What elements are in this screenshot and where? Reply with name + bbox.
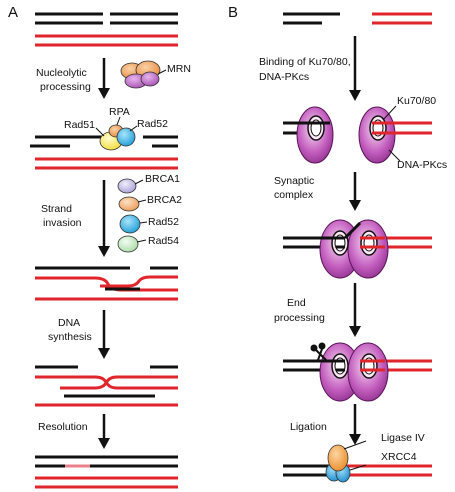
arrow-down-icon bbox=[98, 414, 110, 449]
synaptic-complex-b3 bbox=[283, 219, 432, 279]
protein-label-rad52-top: Rad52 bbox=[137, 118, 168, 130]
step-label-nucleolytic-1: Nucleolytic bbox=[36, 67, 87, 79]
step-label-nucleolytic-2: processing bbox=[40, 81, 91, 93]
step-label-ligation: Ligation bbox=[290, 421, 327, 433]
rad54-protein bbox=[117, 235, 147, 253]
protein-label-rad51: Rad51 bbox=[64, 119, 95, 131]
protein-label-dnapkcs: DNA-PKcs bbox=[397, 159, 447, 171]
arrow-down-icon bbox=[349, 283, 361, 337]
protein-label-rpa: RPA bbox=[109, 106, 130, 118]
step-label-synthesis-2: synthesis bbox=[48, 331, 92, 343]
dna-ends-b1 bbox=[283, 12, 432, 25]
brca1-protein bbox=[117, 178, 144, 194]
panel-label-b: B bbox=[228, 4, 238, 21]
arrow-down-icon bbox=[98, 58, 110, 99]
step-label-strand-2: invasion bbox=[43, 217, 82, 229]
mrn-complex bbox=[120, 60, 167, 89]
dna-break-a1 bbox=[35, 12, 178, 47]
protein-label-xrcc4: XRCC4 bbox=[381, 451, 417, 463]
protein-label-brca1: BRCA1 bbox=[145, 173, 180, 185]
arrow-down-icon bbox=[349, 404, 361, 445]
protein-label-mrn: MRN bbox=[167, 63, 191, 75]
panel-label-a: A bbox=[8, 4, 18, 21]
end-processing-b4 bbox=[283, 342, 432, 402]
step-label-synaptic-2: complex bbox=[274, 189, 314, 201]
step-label-binding-2: DNA-PKcs bbox=[259, 71, 309, 83]
arrow-down-icon bbox=[98, 310, 110, 359]
arrow-down-icon bbox=[349, 36, 361, 101]
step-label-binding-1: Binding of Ku70/80, bbox=[259, 56, 351, 68]
step-label-resolution: Resolution bbox=[38, 421, 88, 433]
protein-label-brca2: BRCA2 bbox=[147, 194, 182, 206]
ku-dnapkcs-bound-b2 bbox=[283, 105, 432, 164]
step-label-end-2: processing bbox=[274, 312, 325, 324]
dna-strand-invasion-a3 bbox=[35, 266, 178, 301]
brca2-protein bbox=[118, 196, 147, 212]
ligation-b5 bbox=[283, 440, 432, 483]
step-label-synthesis-1: DNA bbox=[58, 317, 80, 329]
step-label-strand-1: Strand bbox=[41, 203, 72, 215]
scissors-icon bbox=[310, 342, 327, 361]
step-label-end-1: End bbox=[287, 297, 306, 309]
rad51-rpa-rad52-complex bbox=[95, 116, 138, 151]
rad52-protein bbox=[119, 214, 148, 234]
protein-label-ku: Ku70/80 bbox=[397, 95, 436, 107]
protein-label-rad54: Rad54 bbox=[148, 235, 179, 247]
arrow-down-icon bbox=[349, 172, 361, 211]
protein-label-ligase: Ligase IV bbox=[381, 432, 425, 444]
arrow-down-icon bbox=[98, 180, 110, 257]
step-label-synaptic-1: Synaptic bbox=[274, 175, 314, 187]
protein-label-rad52: Rad52 bbox=[148, 216, 179, 228]
dna-synthesis-a4 bbox=[35, 365, 178, 407]
dna-resolved-a5 bbox=[35, 455, 178, 489]
